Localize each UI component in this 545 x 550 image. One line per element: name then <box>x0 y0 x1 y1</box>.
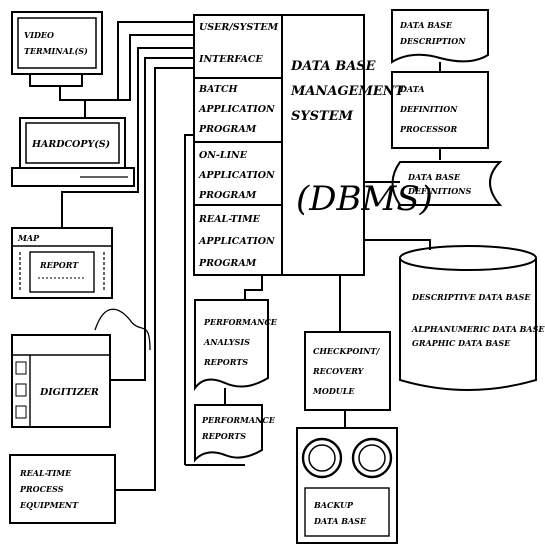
ddp-box <box>391 71 489 149</box>
connector-printer <box>61 47 194 228</box>
connector-realtime <box>115 67 194 491</box>
database-label-alphanumeric: ALPHANUMERIC DATA BASE <box>411 324 545 334</box>
digitizer-label: DIGITIZER <box>39 387 99 398</box>
connector-lines <box>59 21 441 491</box>
digitizer-cable <box>94 308 151 351</box>
dbms-label-line-2: MANAGEMENT <box>290 84 406 99</box>
description-label-2: DESCRIPTION <box>399 36 466 46</box>
database-label-graphic: GRAPHIC DATA BASE <box>412 338 511 348</box>
backup-label-1: BACKUP <box>313 500 354 510</box>
performance-reports-doc-icon <box>194 404 263 463</box>
description-doc-icon <box>391 9 489 64</box>
definitions-disk-icon <box>391 161 503 206</box>
module-online-line-1: ON-LINE <box>199 150 248 161</box>
module-batch-line-1: BATCH <box>198 84 239 95</box>
digitizer-icon <box>11 334 111 428</box>
ddp-label-1: DATA <box>399 84 424 94</box>
perf-reports-label-1: PERFORMANCE <box>201 415 276 425</box>
perf-analysis-label-2: ANALYSIS <box>203 337 250 347</box>
printer-sheet-icon <box>11 227 113 299</box>
description-label-1: DATA BASE <box>399 20 453 30</box>
printer-sheet-title: MAP <box>17 233 40 243</box>
module-interface-line-2: INTERFACE <box>198 54 263 65</box>
perf-analysis-label-3: REPORTS <box>203 357 248 367</box>
module-interface-line-1: USER/SYSTEM <box>199 22 279 33</box>
database-label-descriptive: DESCRIPTIVE DATA BASE <box>411 292 531 302</box>
connector-perf <box>244 275 263 300</box>
video-terminal-label-1: VIDEO <box>24 30 54 40</box>
performance-analysis-doc-icon <box>194 299 269 392</box>
database-cylinder-icon <box>399 245 537 391</box>
labels: DATA BASE MANAGEMENT SYSTEM (DBMS) USER/… <box>17 20 545 526</box>
perf-analysis-label-1: PERFORMANCE <box>203 317 278 327</box>
printer-sheet-inner: REPORT <box>39 260 79 270</box>
dbms-label-line-1: DATA BASE <box>290 59 377 74</box>
module-batch-line-2: APPLICATION <box>198 104 275 115</box>
hardcopy-label: HARDCOPY(S) <box>31 139 110 150</box>
backup-label-2: DATA BASE <box>313 516 367 526</box>
realtime-equipment-icon <box>9 454 116 524</box>
realtime-label-2: PROCESS <box>19 484 64 494</box>
checkpoint-box <box>304 331 391 411</box>
connector-bus <box>184 134 194 465</box>
module-online-line-3: PROGRAM <box>198 190 257 201</box>
checkpoint-label-1: CHECKPOINT/ <box>313 346 380 356</box>
module-realtime-line-3: PROGRAM <box>198 258 257 269</box>
module-batch-line-3: PROGRAM <box>198 124 257 135</box>
backup-tape-icon <box>296 427 398 544</box>
module-online-line-2: APPLICATION <box>198 170 275 181</box>
perf-reports-label-2: REPORTS <box>201 431 246 441</box>
connector-digitizer <box>110 57 194 381</box>
video-terminal-icon <box>11 11 103 87</box>
dbms-abbr: (DBMS) <box>296 179 433 219</box>
ddp-label-3: PROCESSOR <box>399 124 457 134</box>
hardcopy-icon <box>11 117 135 187</box>
dbms-block <box>193 14 365 276</box>
connector-database <box>364 239 431 250</box>
definitions-label-2: DEFINITIONS <box>407 186 471 196</box>
video-terminal-label-2: TERMINAL(S) <box>24 46 88 56</box>
realtime-label-3: EQUIPMENT <box>19 500 79 510</box>
definitions-label-1: DATA BASE <box>407 172 461 182</box>
connector-hardcopy <box>84 34 194 118</box>
module-realtime-line-2: APPLICATION <box>198 236 275 247</box>
checkpoint-label-2: RECOVERY <box>312 366 365 376</box>
connector-video <box>59 21 194 101</box>
dbms-label-line-3: SYSTEM <box>291 109 354 124</box>
realtime-label-1: REAL-TIME <box>19 468 72 478</box>
ddp-label-2: DEFINITION <box>399 104 458 114</box>
module-realtime-line-1: REAL-TIME <box>198 214 261 225</box>
checkpoint-label-3: MODULE <box>312 386 355 396</box>
